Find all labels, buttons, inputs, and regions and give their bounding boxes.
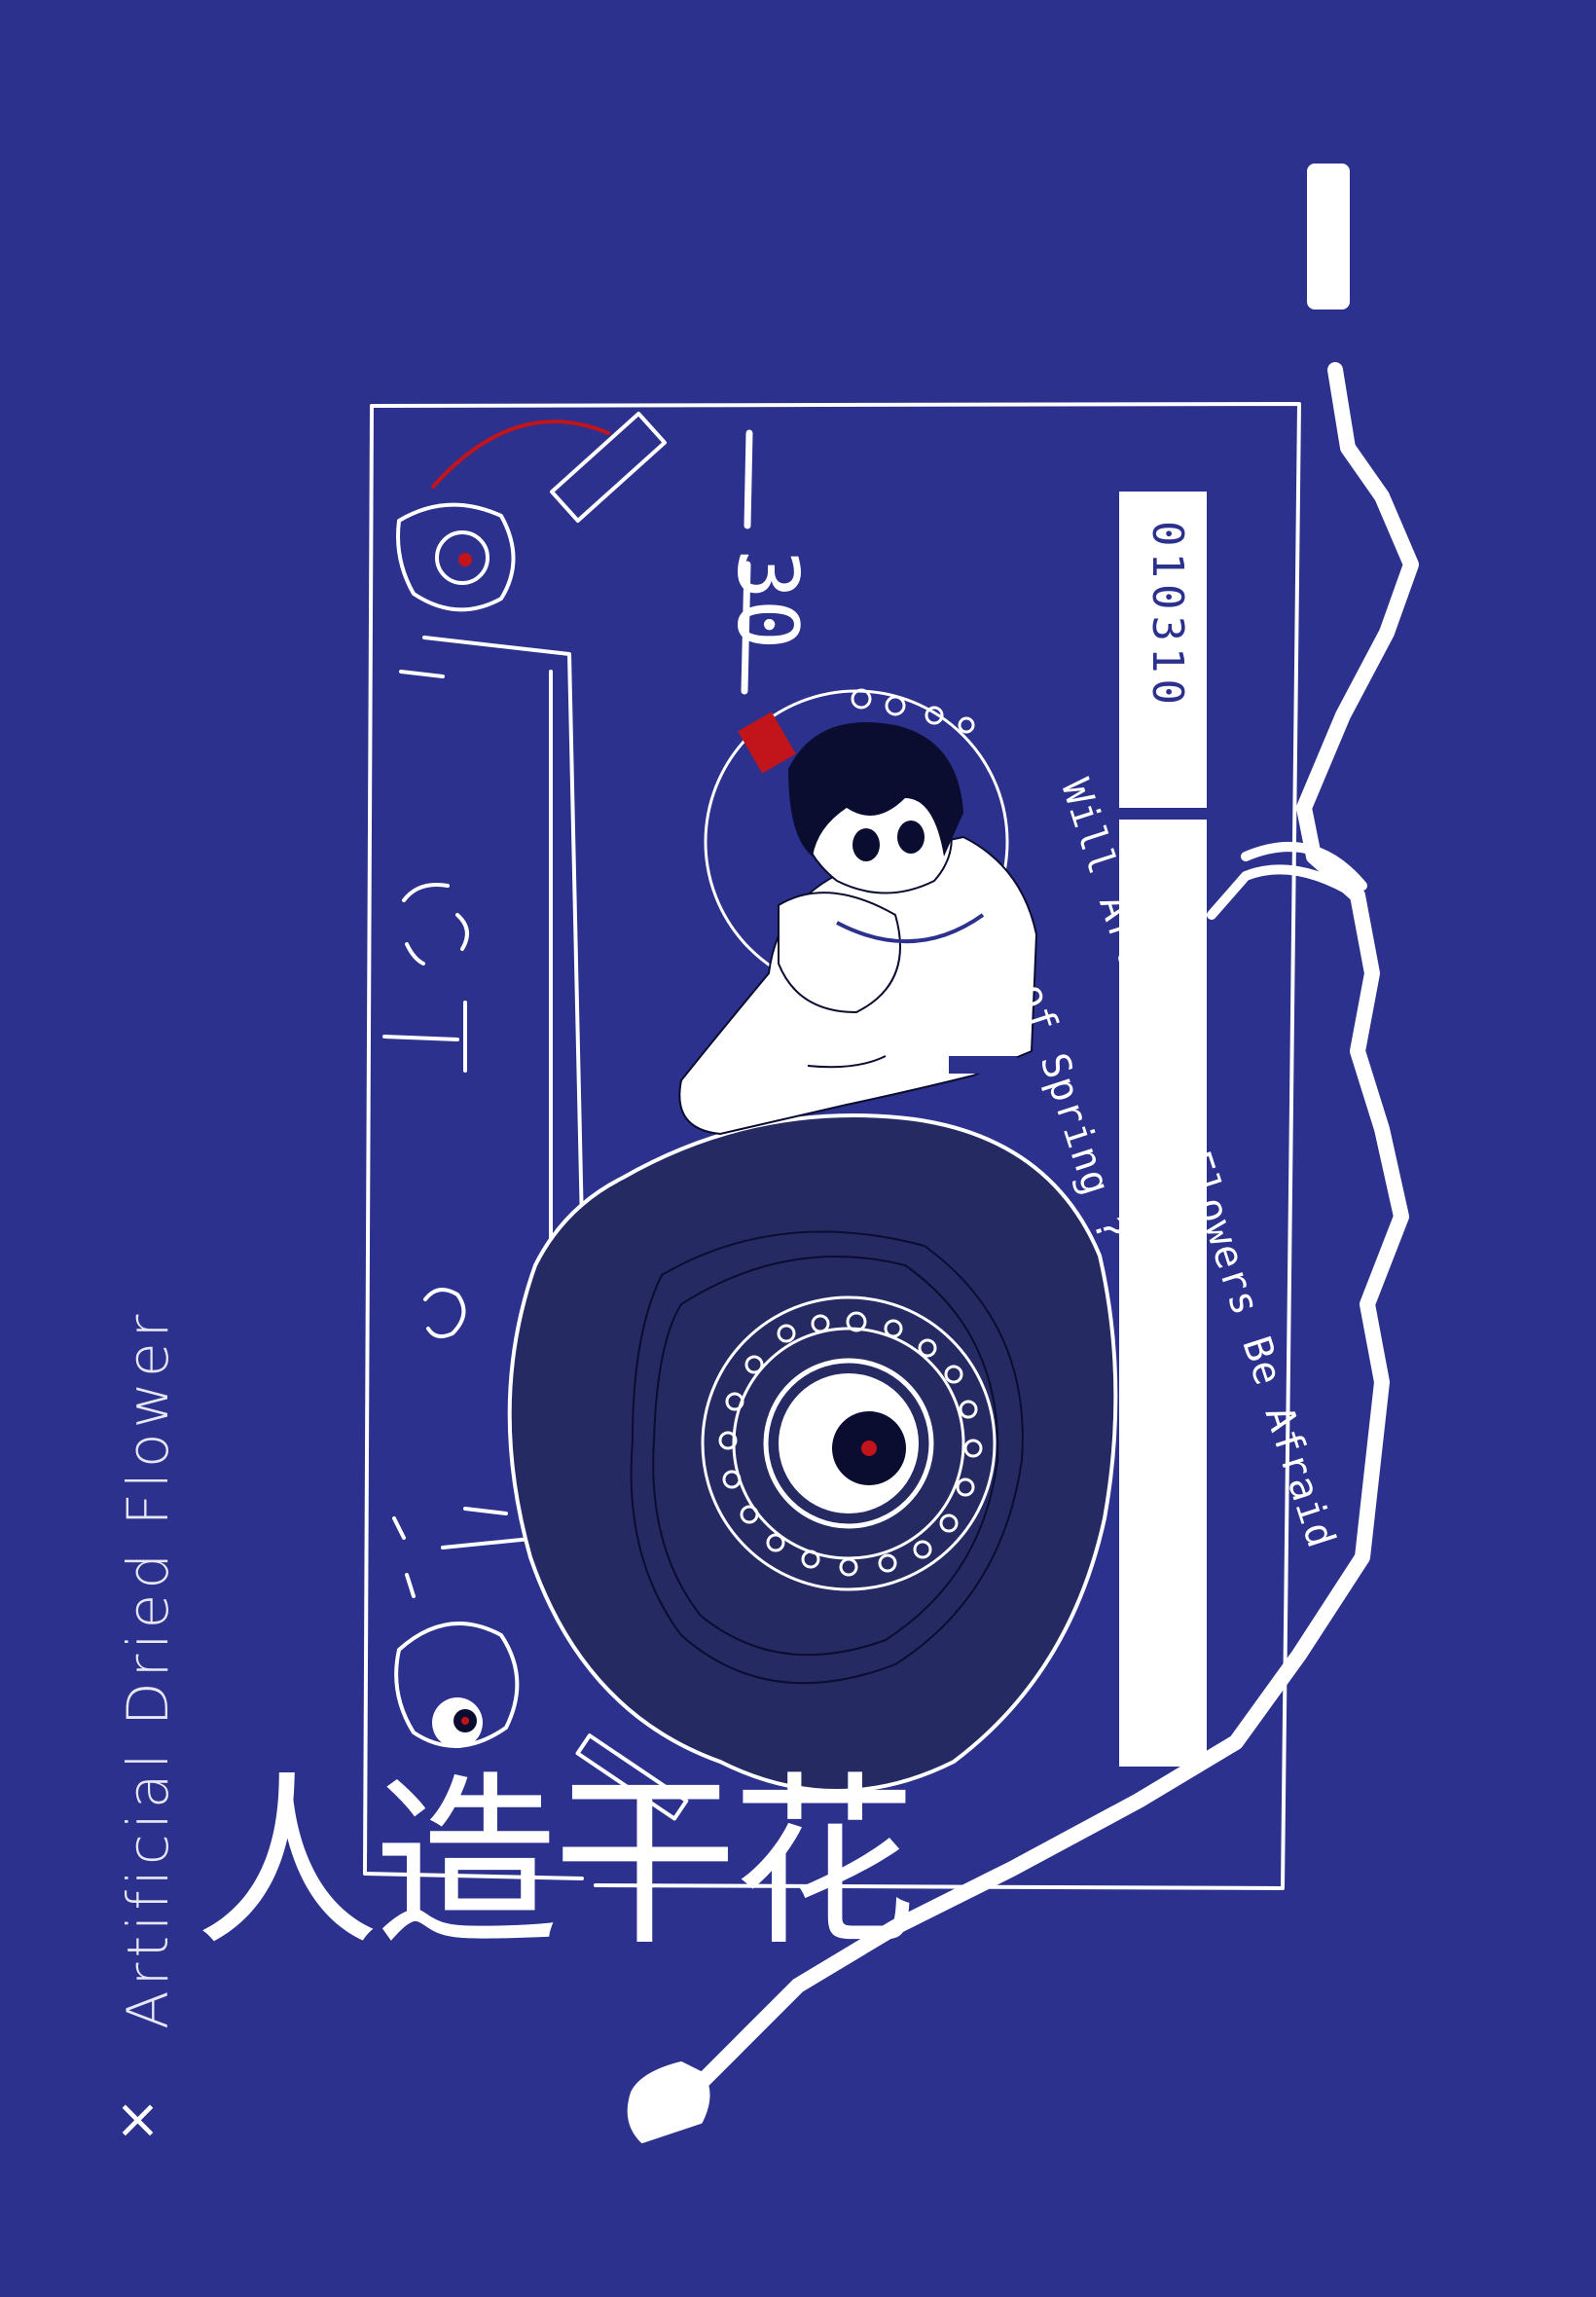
english-title: Artificial Dried Flower xyxy=(115,1309,181,2030)
reel-icon xyxy=(507,1113,1118,1793)
label-code: 010310 xyxy=(1143,521,1192,711)
sitting-child-figure xyxy=(678,688,1038,1136)
reel-hub-top xyxy=(458,553,472,566)
chinese-title: 人造干花 xyxy=(195,1756,917,1971)
cassette-tape-icon xyxy=(363,402,1301,1890)
cassette-label xyxy=(1119,492,1207,1767)
tape-number: 30 xyxy=(718,549,816,650)
earphone-icon xyxy=(627,164,1419,2143)
cross-mark: × xyxy=(115,2088,161,2151)
